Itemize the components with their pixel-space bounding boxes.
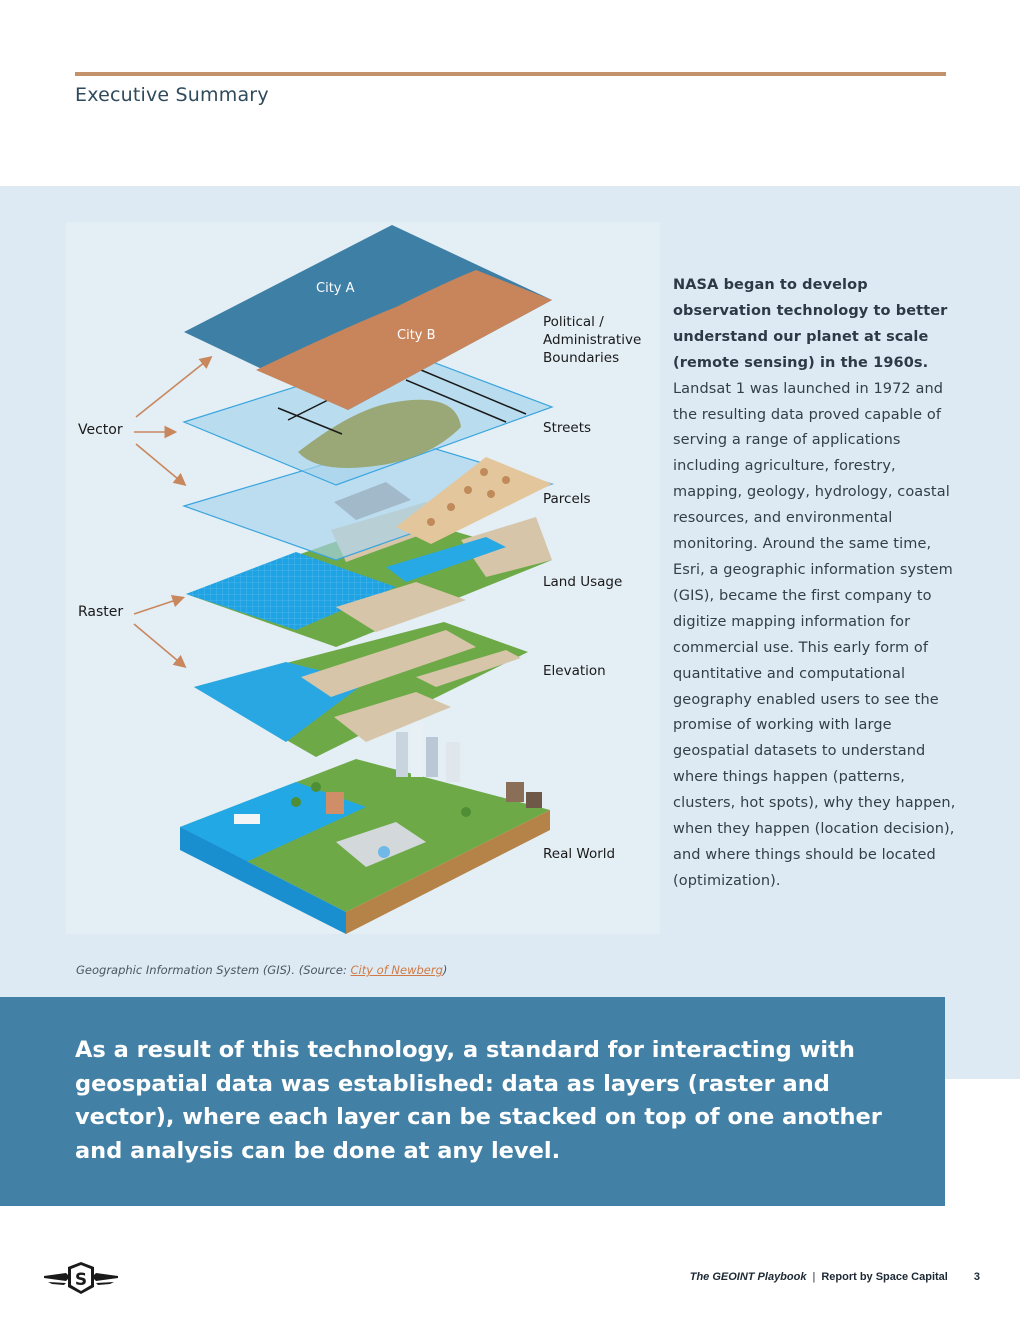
city-a-label: City A <box>316 281 355 296</box>
political-boundaries-layer: City A City B <box>184 225 552 410</box>
logo-letter: S <box>75 1270 87 1290</box>
layer-label-political: Political / <box>543 314 604 330</box>
footer-byline: Report by Space Capital <box>821 1271 948 1283</box>
footer-separator: | <box>812 1271 816 1283</box>
city-b-label: City B <box>397 328 436 343</box>
elevation-layer <box>194 622 528 757</box>
caption-prefix: Geographic Information System (GIS). (So… <box>76 963 351 977</box>
footer: The GEOINT Playbook | Report by Space Ca… <box>690 1271 980 1283</box>
layer-label-real-world: Real World <box>543 846 615 862</box>
caption-source-link[interactable]: City of Newberg <box>350 963 443 977</box>
raster-arrow-down <box>133 623 187 669</box>
pull-quote-box <box>0 997 945 1206</box>
raster-arrow-up <box>133 594 186 615</box>
body-paragraph: NASA began to develop observation techno… <box>673 273 958 895</box>
vector-label: Vector <box>78 422 123 438</box>
figure-caption: Geographic Information System (GIS). (So… <box>76 963 447 977</box>
body-text: Landsat 1 was launched in 1972 and the r… <box>673 380 956 889</box>
layer-label-administrative: Administrative <box>543 332 641 348</box>
body-lead: NASA began to develop observation techno… <box>673 277 948 371</box>
layer-label-parcels: Parcels <box>543 491 591 507</box>
section-title: Executive Summary <box>75 84 269 106</box>
gis-layers-figure: City A City B Vector Raster Political / … <box>66 222 660 934</box>
real-world-layer <box>180 722 550 934</box>
raster-label: Raster <box>78 604 123 620</box>
caption-suffix: ) <box>442 963 448 977</box>
page-number: 3 <box>973 1271 980 1283</box>
vector-arrow-up <box>135 356 213 418</box>
layer-label-land-usage: Land Usage <box>543 574 622 590</box>
layer-label-elevation: Elevation <box>543 663 606 679</box>
vector-arrow-down <box>135 443 187 487</box>
header-rule <box>75 72 946 76</box>
pull-quote-text: As a result of this technology, a standa… <box>75 1037 882 1164</box>
layer-label-streets: Streets <box>543 420 591 436</box>
footer-publication: The GEOINT Playbook <box>689 1271 807 1283</box>
layer-label-boundaries: Boundaries <box>543 350 619 366</box>
parcels-layer <box>182 439 554 561</box>
arrows <box>133 356 213 669</box>
space-capital-logo-icon: S <box>44 1261 118 1295</box>
